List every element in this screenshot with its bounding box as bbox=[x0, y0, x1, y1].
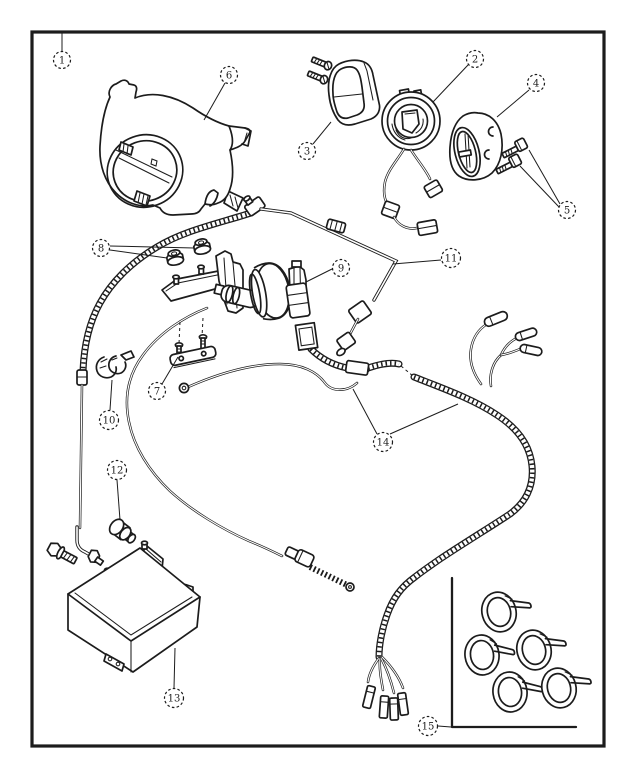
callout-leader bbox=[519, 165, 560, 208]
callout-number: 1 bbox=[59, 55, 65, 66]
blade-terminal bbox=[378, 694, 390, 720]
callout-number: 3 bbox=[304, 146, 310, 157]
callout-number: 12 bbox=[111, 465, 124, 476]
blade-terminal bbox=[361, 684, 377, 710]
callout-circle bbox=[526, 73, 546, 93]
callout-leader bbox=[528, 149, 561, 205]
callout-5: 5 bbox=[519, 149, 577, 220]
part-11-vacuum-hose bbox=[259, 207, 398, 357]
callout-leader bbox=[432, 64, 469, 103]
border-frame bbox=[30, 30, 606, 748]
callout-leader bbox=[392, 259, 442, 265]
callout-leader bbox=[161, 356, 179, 385]
part-10-cable-clip bbox=[95, 350, 135, 379]
part-9-servo bbox=[161, 250, 319, 351]
callout-leader bbox=[173, 647, 176, 689]
callout-2: 2 bbox=[432, 49, 485, 103]
bullet-terminal bbox=[519, 343, 543, 357]
callout-leader bbox=[352, 388, 378, 435]
cable-elbow-fitting bbox=[243, 195, 266, 217]
throttle-cable bbox=[125, 306, 355, 592]
part-7-mounting-bracket bbox=[169, 317, 217, 369]
callout-number: 14 bbox=[377, 437, 390, 448]
callout-6: 6 bbox=[203, 65, 239, 121]
speedometer-cable bbox=[75, 190, 266, 567]
callout-number: 13 bbox=[168, 693, 181, 704]
callout-circle bbox=[98, 409, 120, 431]
callout-circle bbox=[331, 258, 351, 278]
callout-7: 7 bbox=[147, 356, 179, 401]
callout-3: 3 bbox=[297, 121, 332, 161]
callout-circle bbox=[557, 200, 577, 220]
callout-circle bbox=[147, 381, 167, 401]
part-15-clamps bbox=[450, 576, 597, 729]
blade-terminal bbox=[388, 697, 400, 721]
part-2-clockspring-switch bbox=[325, 88, 444, 237]
callout-leader bbox=[203, 82, 226, 121]
callout-15: 15 bbox=[417, 715, 452, 737]
callout-number: 7 bbox=[154, 386, 160, 397]
callout-number: 2 bbox=[472, 54, 478, 65]
part-5-screws bbox=[495, 137, 529, 175]
part-8-nuts bbox=[165, 238, 212, 267]
callout-leader bbox=[109, 245, 195, 249]
callout-circle bbox=[417, 715, 439, 737]
callout-circle bbox=[219, 65, 239, 85]
callout-number: 8 bbox=[98, 243, 104, 254]
callout-leader bbox=[109, 379, 113, 411]
callout-leader bbox=[496, 89, 530, 118]
callout-12: 12 bbox=[106, 459, 128, 521]
part-6-column-shroud bbox=[99, 79, 252, 216]
callout-circle bbox=[163, 687, 185, 709]
callout-number: 15 bbox=[422, 721, 435, 732]
callout-13: 13 bbox=[163, 647, 185, 709]
callout-circle bbox=[372, 431, 394, 453]
jumper-wire bbox=[178, 362, 359, 394]
callout-circle bbox=[440, 247, 462, 269]
callout-circle bbox=[297, 141, 317, 161]
callout-circle bbox=[91, 238, 111, 258]
callout-number: 9 bbox=[338, 263, 344, 274]
callout-number: 4 bbox=[533, 78, 539, 89]
part-13-bracket-box bbox=[67, 540, 201, 673]
part-4-switch-cover bbox=[448, 111, 503, 181]
part-12-grommet bbox=[108, 518, 137, 544]
callout-leader bbox=[305, 268, 333, 283]
callout-circle bbox=[52, 50, 72, 70]
callout-number: 10 bbox=[103, 415, 116, 426]
part-3-switch-pod bbox=[327, 59, 381, 126]
part-14-wiring-harness bbox=[311, 310, 543, 721]
callout-number: 11 bbox=[445, 253, 458, 264]
callout-number: 6 bbox=[226, 70, 232, 81]
callout-circle bbox=[465, 49, 485, 69]
callout-leader bbox=[109, 249, 168, 259]
callout-leader bbox=[389, 403, 459, 435]
callout-9: 9 bbox=[305, 258, 351, 283]
mounting-bolt bbox=[46, 542, 78, 565]
callout-11: 11 bbox=[392, 247, 462, 269]
callout-circle bbox=[106, 459, 128, 481]
callout-1: 1 bbox=[52, 33, 72, 70]
blade-terminal bbox=[396, 691, 410, 717]
bullet-terminal bbox=[483, 310, 509, 328]
callout-number: 5 bbox=[564, 205, 570, 216]
callout-14: 14 bbox=[352, 388, 459, 453]
callout-leader bbox=[312, 121, 332, 145]
callout-4: 4 bbox=[496, 73, 546, 118]
callout-leader bbox=[437, 725, 452, 728]
bullet-terminal bbox=[514, 327, 538, 342]
callout-10: 10 bbox=[98, 379, 120, 431]
callout-8: 8 bbox=[91, 238, 195, 259]
part-3-screws bbox=[306, 56, 333, 85]
callout-leader bbox=[116, 479, 121, 521]
